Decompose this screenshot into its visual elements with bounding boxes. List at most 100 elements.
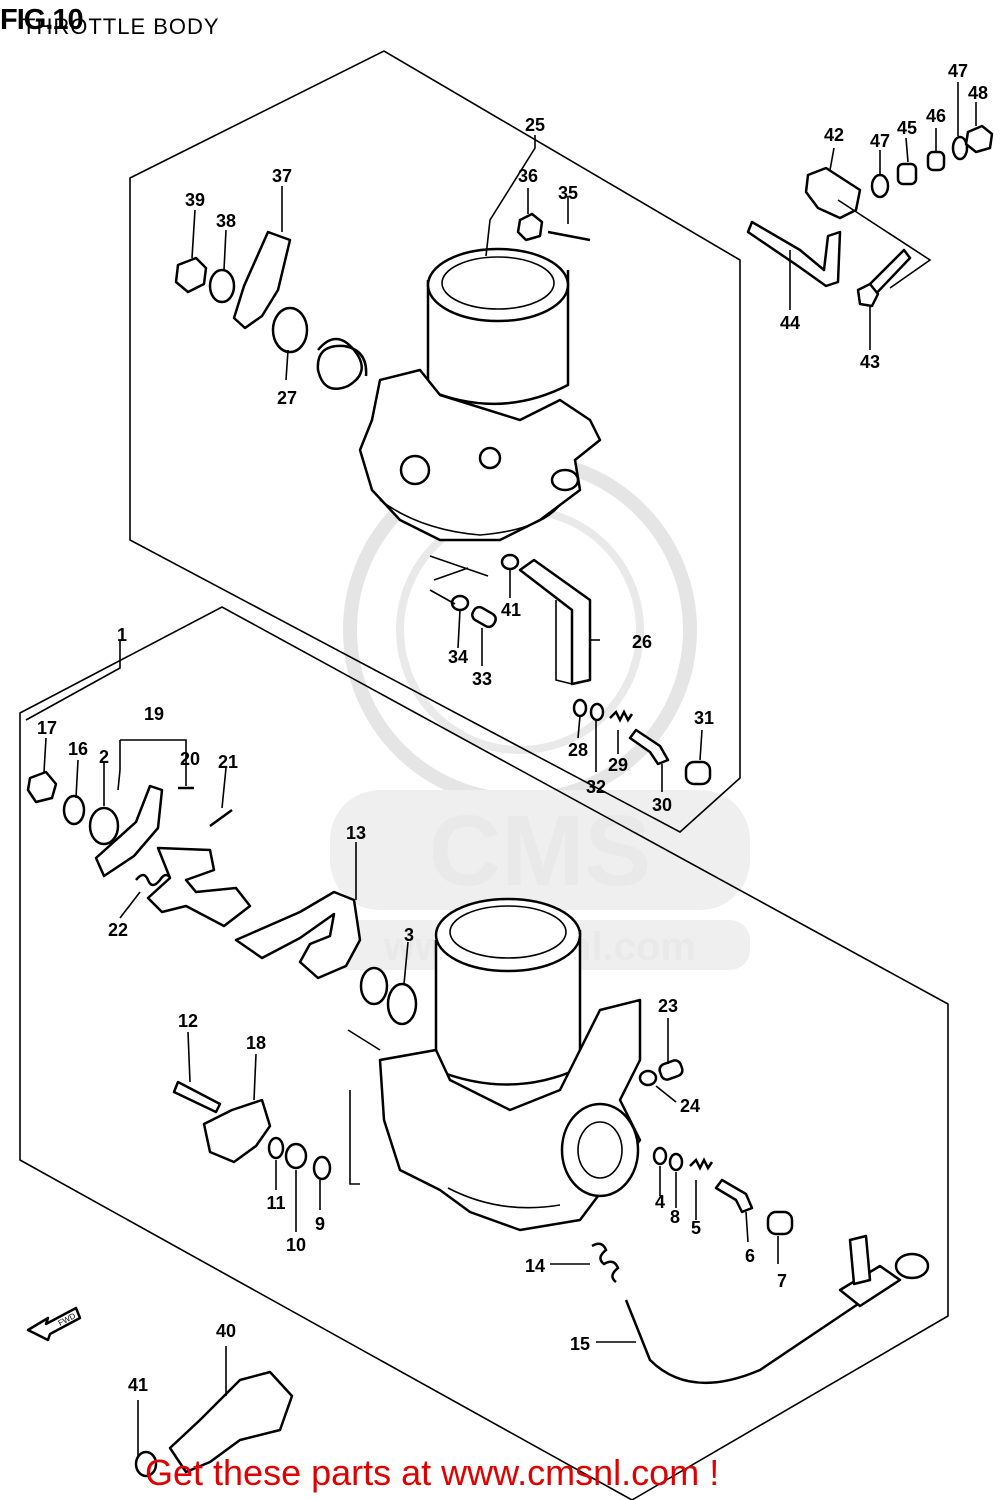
callout-38: 38 <box>216 211 236 231</box>
callout-10: 10 <box>286 1235 306 1255</box>
callout-7: 7 <box>777 1271 787 1291</box>
callout-45: 45 <box>897 118 917 138</box>
callout-34: 34 <box>448 647 468 667</box>
clamp-24 <box>638 1069 658 1087</box>
screw-21 <box>209 808 233 828</box>
callout-21: 21 <box>218 752 238 772</box>
callout-33: 33 <box>472 669 492 689</box>
callout-12: 12 <box>178 1011 198 1031</box>
upper-small-parts <box>174 212 712 786</box>
lever-13 <box>234 890 362 980</box>
callout-35: 35 <box>558 183 578 203</box>
callout-labels: 1 2 3 4 5 6 7 8 9 10 11 12 13 14 15 16 1… <box>37 61 988 1395</box>
callout-24: 24 <box>680 1096 700 1116</box>
sensor-42 <box>804 166 862 220</box>
nut-39 <box>174 256 208 294</box>
spring-29 <box>609 709 634 723</box>
callout-8: 8 <box>670 1207 680 1227</box>
sensor-parts <box>746 124 994 308</box>
spring-14 <box>591 1242 620 1283</box>
clamp-41-lower <box>134 1450 158 1478</box>
callout-27: 27 <box>277 388 297 408</box>
figure-title: THROTTLE BODY <box>22 14 220 39</box>
washer-47b <box>951 135 969 161</box>
lower-small-parts <box>134 1059 930 1478</box>
callout-44: 44 <box>780 313 800 333</box>
callout-1: 1 <box>117 625 127 645</box>
cap-7 <box>766 1210 794 1236</box>
washer-3a <box>359 966 389 1006</box>
washer-9 <box>312 1155 332 1181</box>
nut-36 <box>516 212 544 242</box>
callout-3: 3 <box>404 925 414 945</box>
spacer-45 <box>896 162 918 186</box>
cover-18 <box>202 1098 272 1164</box>
throttle-body-lower <box>347 897 642 1232</box>
callout-41-upper: 41 <box>501 600 521 620</box>
washer-32 <box>589 702 605 722</box>
watermark-logo: CMS <box>429 795 651 907</box>
screw-35 <box>547 230 591 242</box>
oring-11 <box>267 1136 285 1160</box>
callout-28: 28 <box>568 740 588 760</box>
bush-46 <box>926 150 946 172</box>
callout-19: 19 <box>144 704 164 724</box>
callout-26: 26 <box>632 632 652 652</box>
callout-6: 6 <box>745 1246 755 1266</box>
callout-31: 31 <box>694 708 714 728</box>
cap-23 <box>658 1059 684 1081</box>
direction-arrow-icon: FWD <box>26 1306 82 1342</box>
washer-3b <box>386 982 418 1026</box>
lever-drum <box>146 846 252 928</box>
callout-18: 18 <box>246 1033 266 1053</box>
screw-30 <box>628 728 670 766</box>
callout-25: 25 <box>525 115 545 135</box>
nut-17 <box>26 770 58 804</box>
callout-2: 2 <box>99 747 109 767</box>
clamp-41-upper <box>500 553 520 571</box>
washer-8 <box>668 1152 684 1172</box>
throttle-body-upper <box>358 247 602 542</box>
lower-assembly-frame <box>19 606 949 1500</box>
callout-4: 4 <box>655 1192 665 1212</box>
cable-15 <box>624 1294 871 1385</box>
callout-41-lower: 41 <box>128 1375 148 1395</box>
washer-16 <box>62 794 86 826</box>
callout-23: 23 <box>658 996 678 1016</box>
nut-48 <box>964 124 994 154</box>
lower-linkage-parts <box>26 770 418 1026</box>
screw-6 <box>714 1178 754 1214</box>
spring-upper <box>316 337 368 390</box>
callout-30: 30 <box>652 795 672 815</box>
callout-15: 15 <box>570 1334 590 1354</box>
sensor-40 <box>168 1370 294 1474</box>
callout-47-a: 47 <box>870 131 890 151</box>
callout-17: 17 <box>37 718 57 738</box>
callout-42: 42 <box>824 125 844 145</box>
pipe-26 <box>518 558 592 686</box>
hose-44 <box>746 220 842 288</box>
spring-10 <box>284 1142 308 1170</box>
figure-number: FIG.10 <box>0 4 84 36</box>
callout-22: 22 <box>108 920 128 940</box>
callout-14: 14 <box>525 1256 545 1276</box>
collar-2 <box>88 806 120 846</box>
callout-36: 36 <box>518 166 538 186</box>
oring-28 <box>572 698 588 718</box>
callout-5: 5 <box>691 1218 701 1238</box>
callout-43: 43 <box>860 352 880 372</box>
callout-9: 9 <box>315 1214 325 1234</box>
collar-27 <box>271 306 309 354</box>
callout-16: 16 <box>68 739 88 759</box>
spring-22 <box>135 873 174 887</box>
cap-31 <box>684 760 712 786</box>
callout-46: 46 <box>926 106 946 126</box>
callout-47-b: 47 <box>948 61 968 81</box>
callout-39: 39 <box>185 190 205 210</box>
leader-lines <box>25 82 977 1456</box>
callout-48: 48 <box>968 83 988 103</box>
callout-32: 32 <box>586 777 606 797</box>
washer-38 <box>208 268 236 304</box>
washer-47a <box>870 173 890 199</box>
cap-33 <box>471 605 497 629</box>
